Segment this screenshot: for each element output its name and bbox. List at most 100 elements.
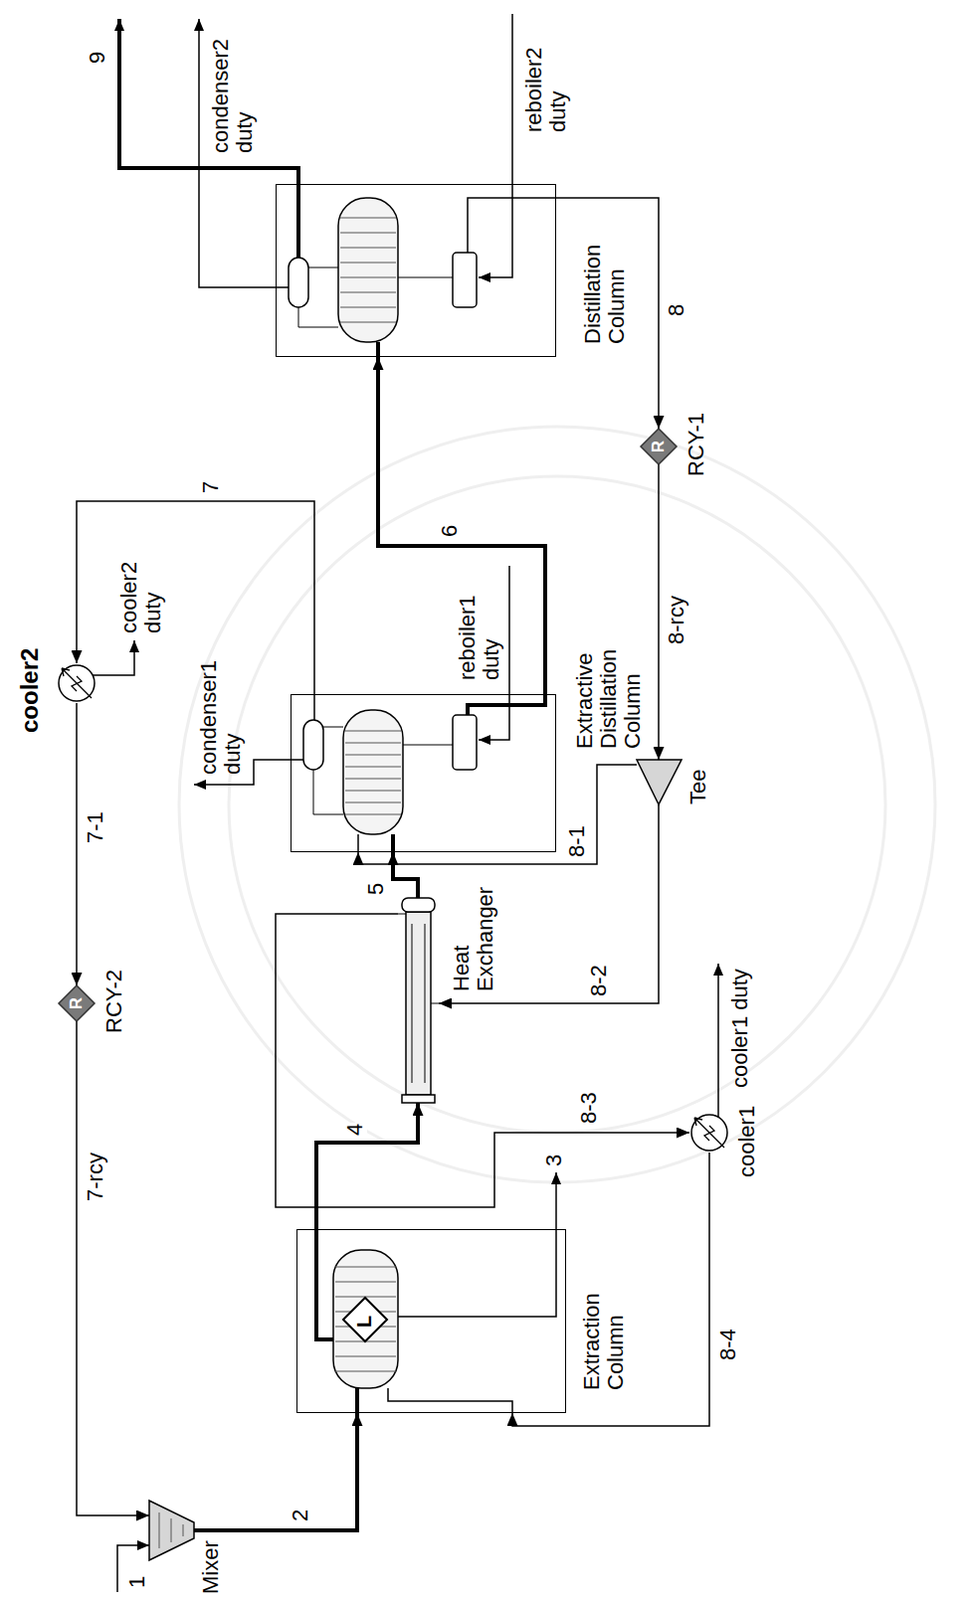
stream-number: 1 bbox=[125, 1576, 150, 1589]
stream-connector bbox=[657, 464, 660, 761]
stream-number: 8-rcy bbox=[664, 594, 689, 646]
inner-stream bbox=[355, 1388, 360, 1414]
duty-label: condenser2 duty bbox=[208, 38, 257, 154]
seal-ring bbox=[179, 426, 936, 1183]
stream-number: 8-1 bbox=[565, 824, 589, 859]
stream-connector bbox=[75, 703, 78, 986]
symbol-letter: L bbox=[353, 1316, 376, 1329]
extractive-distillation-column: Extractive Distillation Column bbox=[290, 694, 557, 853]
stream-number: 8-2 bbox=[586, 964, 611, 998]
cooler-symbol bbox=[56, 663, 97, 704]
watermark-seal bbox=[179, 426, 936, 1183]
tee-shape bbox=[636, 760, 682, 805]
seal-ring bbox=[228, 476, 886, 1134]
stream-number: 4 bbox=[343, 1123, 368, 1138]
recycle-letter: R bbox=[58, 985, 95, 1022]
stream-number: 7-1 bbox=[83, 810, 108, 845]
condenser-drum bbox=[288, 257, 309, 308]
stream-connector bbox=[438, 804, 659, 1004]
recycle-block: RRCY-1 bbox=[640, 428, 677, 465]
product-stream bbox=[119, 18, 299, 258]
inner-stream bbox=[313, 694, 316, 721]
inner-stream bbox=[357, 834, 360, 853]
mixer-symbol bbox=[149, 1501, 195, 1561]
duty-label: reboiler2 duty bbox=[522, 46, 571, 133]
stream-number: 7 bbox=[198, 480, 223, 495]
cooler-arrow bbox=[61, 668, 92, 699]
stream-connector bbox=[76, 1021, 150, 1517]
unit-label: Tee bbox=[686, 770, 711, 805]
cooler: cooler2 bbox=[56, 663, 97, 704]
cooler-circle bbox=[691, 1115, 728, 1152]
stream-number: 8 bbox=[664, 303, 689, 318]
energy-stream bbox=[92, 640, 135, 676]
condenser-piping bbox=[298, 267, 339, 328]
unit-label: RCY-1 bbox=[684, 412, 709, 477]
condenser-piping bbox=[313, 727, 344, 815]
stream-connector bbox=[378, 357, 546, 695]
tee-symbol bbox=[636, 760, 682, 805]
exchanger-shell bbox=[405, 912, 431, 1096]
recycle-diamond bbox=[58, 985, 95, 1022]
stream-number: 7-rcy bbox=[83, 1152, 108, 1203]
reboiler-piping bbox=[402, 745, 453, 747]
unit-label: Extraction Column bbox=[580, 1293, 628, 1391]
duty-label: reboiler1 duty bbox=[455, 594, 504, 681]
cooler-symbol bbox=[689, 1113, 730, 1154]
duty-label: condenser1 duty bbox=[196, 660, 245, 776]
exchanger-head bbox=[401, 1095, 435, 1104]
duty-label: cooler1 duty bbox=[728, 969, 753, 1089]
unit-label: Mixer bbox=[198, 1541, 223, 1595]
mixer: Mixer bbox=[149, 1501, 195, 1561]
energy-stream bbox=[478, 13, 513, 278]
tee: Tee bbox=[636, 760, 682, 805]
recycle-diamond bbox=[640, 428, 677, 465]
stream-connector bbox=[392, 852, 418, 899]
condenser-drum bbox=[303, 720, 324, 771]
vessel-hatching bbox=[335, 1267, 396, 1372]
distillation-column: Distillation Column bbox=[275, 184, 557, 358]
stream-connector bbox=[316, 1103, 418, 1230]
unit-label: RCY-2 bbox=[102, 970, 127, 1034]
heat-exchanger: Heat Exchanger bbox=[397, 898, 439, 1104]
mixer-hatching bbox=[159, 1513, 184, 1550]
recycle-letter: R bbox=[640, 428, 677, 465]
extraction-column: Extraction Column bbox=[296, 1229, 567, 1414]
stream-number: 3 bbox=[542, 1155, 567, 1168]
inner-stream bbox=[388, 1388, 513, 1414]
unit-label: Heat Exchanger bbox=[449, 887, 498, 992]
column-vessel bbox=[343, 710, 403, 835]
cooler-arrow bbox=[694, 1118, 725, 1149]
exchanger-nozzles bbox=[397, 914, 439, 1084]
energy-stream bbox=[717, 964, 720, 1118]
inner-stream bbox=[316, 1229, 334, 1341]
column-vessel bbox=[338, 197, 398, 343]
stream-number: 9 bbox=[85, 51, 110, 64]
stream-number: 5 bbox=[364, 882, 389, 897]
stream-number: 8-4 bbox=[716, 1328, 741, 1363]
heat-exchanger-symbol bbox=[397, 898, 439, 1104]
stream-number: 6 bbox=[437, 524, 462, 539]
column-trays bbox=[345, 731, 401, 815]
stream-number: 8-3 bbox=[577, 1091, 601, 1126]
extractor-symbol bbox=[343, 1298, 388, 1343]
feed-stream bbox=[117, 1546, 150, 1593]
cooler: cooler1 bbox=[689, 1113, 730, 1154]
stream-connector bbox=[76, 501, 315, 695]
unit-label: Extractive Distillation Column bbox=[573, 649, 646, 750]
unit-label: Distillation Column bbox=[581, 244, 629, 345]
raffinate-stream bbox=[397, 1172, 557, 1318]
inner-stream bbox=[467, 694, 546, 716]
stream-connector bbox=[556, 197, 659, 429]
reboiler bbox=[452, 715, 477, 771]
stream-connector bbox=[194, 1413, 358, 1532]
reboiler-piping bbox=[397, 277, 453, 279]
mixer-shape bbox=[149, 1501, 195, 1561]
column-trays bbox=[340, 217, 396, 323]
inner-stream bbox=[376, 342, 381, 358]
stream-connector bbox=[358, 765, 637, 865]
unit-label: cooler1 bbox=[735, 1106, 760, 1178]
